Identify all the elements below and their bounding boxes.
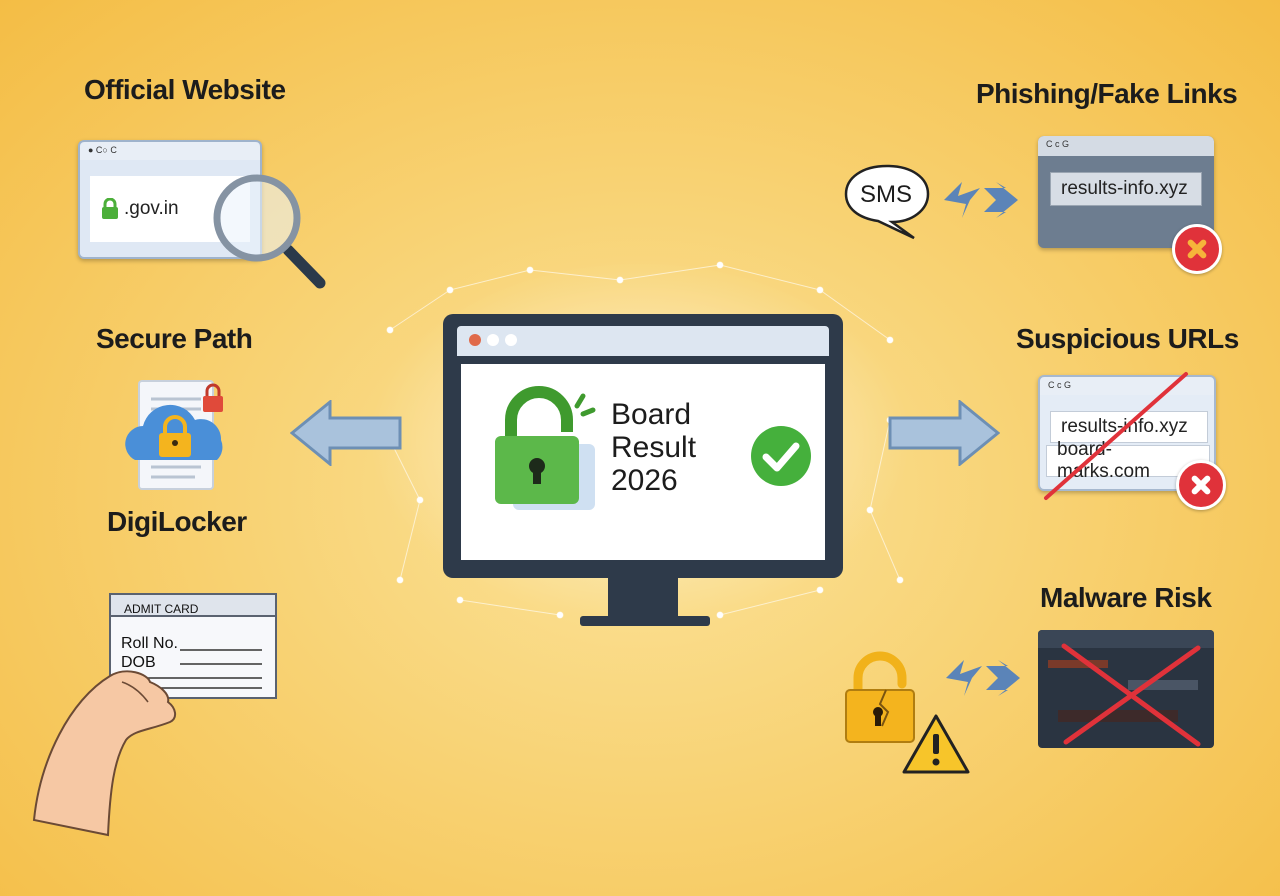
toolbar-buttons: C c G xyxy=(1046,139,1070,149)
browser-toolbar xyxy=(1038,630,1214,648)
cloud-lock-icon xyxy=(125,380,223,490)
check-icon xyxy=(751,426,811,486)
double-arrow-icon xyxy=(946,660,1020,696)
monitor-neck xyxy=(608,578,678,618)
dob-label: DOB xyxy=(121,654,156,671)
title-line-3: 2026 xyxy=(611,464,678,497)
glitch-block xyxy=(1048,660,1108,668)
sms-text: SMS xyxy=(860,181,913,208)
x-icon xyxy=(1176,460,1226,510)
malware-risk-label: Malware Risk xyxy=(1040,582,1212,613)
monitor-base xyxy=(580,616,710,626)
official-url-text: .gov.in xyxy=(124,198,179,219)
open-lock-icon xyxy=(495,386,596,510)
left-arrow xyxy=(290,400,402,466)
admit-card-hand xyxy=(32,593,277,837)
window-dot-white xyxy=(487,334,499,346)
phishing-url-field: results-info.xyz xyxy=(1050,172,1202,206)
monitor-browser-bar xyxy=(457,326,829,356)
board-result-title: Board Result 2026 xyxy=(611,398,696,497)
digilocker-label: DigiLocker xyxy=(107,506,247,537)
phishing-fake-links-label: Phishing/Fake Links xyxy=(976,78,1238,109)
official-website-label: Official Website xyxy=(84,74,286,105)
browser-toolbar: C c G xyxy=(1040,377,1214,395)
browser-toolbar: C c G xyxy=(1038,136,1214,156)
broken-lock-icon xyxy=(845,651,970,774)
glitch-block xyxy=(1058,710,1178,722)
monitor: Board Result 2026 xyxy=(443,314,843,578)
window-dot-white-2 xyxy=(505,334,517,346)
lock-icon xyxy=(102,198,118,219)
magnifier-icon xyxy=(213,174,326,289)
monitor-screen: Board Result 2026 xyxy=(461,364,825,560)
roll-no-label: Roll No. xyxy=(121,635,178,652)
strike-through-line xyxy=(1044,372,1188,500)
browser-toolbar: ● C○ C xyxy=(80,142,260,160)
double-arrow-icon xyxy=(944,182,1018,218)
x-icon xyxy=(1172,224,1222,274)
phishing-url-text: results-info.xyz xyxy=(1061,178,1188,199)
official-browser-window: ● C○ C .gov.in xyxy=(78,140,262,259)
toolbar-buttons: C c G xyxy=(1048,380,1072,390)
right-arrow xyxy=(888,400,1000,466)
title-line-1: Board xyxy=(611,398,692,431)
window-dot-red xyxy=(469,334,481,346)
title-line-2: Result xyxy=(611,431,697,464)
toolbar-buttons: ● C○ C xyxy=(88,145,117,155)
secure-path-label: Secure Path xyxy=(96,323,253,354)
glitch-block xyxy=(1128,680,1198,690)
suspicious-urls-label: Suspicious URLs xyxy=(1016,323,1239,354)
x-icon xyxy=(1061,643,1201,747)
admit-card-header: ADMIT CARD xyxy=(124,602,199,616)
sms-bubble xyxy=(844,164,930,240)
